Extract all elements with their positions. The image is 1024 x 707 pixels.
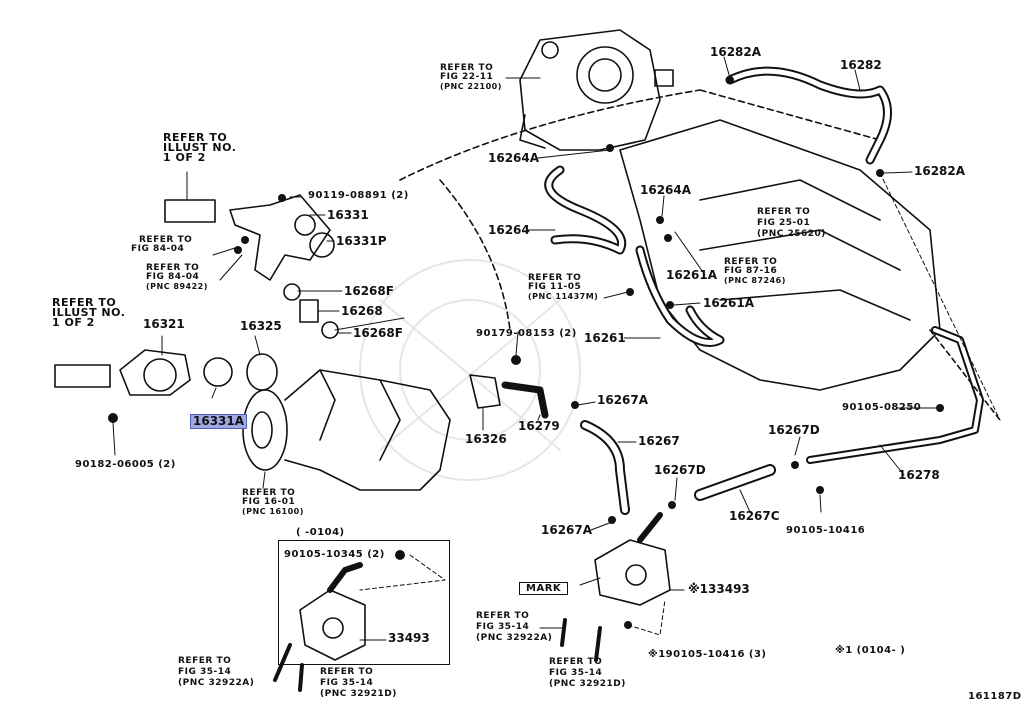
label-16321: 16321 — [143, 317, 185, 331]
dashed-leaders — [359, 172, 1001, 636]
gasket-16326 — [469, 374, 501, 409]
label-16268F-b: 16268F — [353, 326, 403, 340]
oil-cooler-left — [299, 562, 366, 661]
label-90105-10345: 90105-10345 (2) — [284, 549, 385, 560]
label-33493: 33493 — [388, 631, 430, 645]
throttle-body — [519, 29, 674, 151]
label-16331P: 16331P — [336, 234, 387, 248]
label-16264: 16264 — [488, 223, 530, 237]
label-90179: 90179-08153 (2) — [476, 328, 577, 339]
label-16268F-a: 16268F — [344, 284, 394, 298]
gasket-16325 — [246, 353, 278, 391]
oil-cooler-right — [594, 512, 671, 606]
water-pump — [242, 369, 451, 491]
label-16264A-mid: 16264A — [640, 183, 692, 197]
label-16267A-a: 16267A — [597, 393, 649, 407]
label-90105-10416-3: ※190105-10416 (3) — [648, 649, 767, 660]
label-16282A-top: 16282A — [710, 45, 762, 59]
label-16282A-right: 16282A — [914, 164, 966, 178]
thermostat — [203, 357, 233, 387]
label-90119: 90119-08891 (2) — [308, 190, 409, 201]
label-16261A-a: 16261A — [666, 268, 718, 282]
label-90182: 90182-06005 (2) — [75, 459, 176, 470]
label-16326: 16326 — [465, 432, 507, 446]
fasteners — [108, 76, 944, 629]
label-range-note: ※1 (0104- ) — [835, 645, 906, 656]
label-16267C: 16267C — [729, 509, 780, 523]
pipe-16279 — [501, 381, 549, 419]
label-90105-10416: 90105-10416 — [786, 525, 866, 536]
diagram-id: 161187D — [968, 691, 1022, 702]
label-16261A-b: 16261A — [703, 296, 755, 310]
label-16267A-b: 16267A — [541, 523, 593, 537]
intake-manifold — [399, 89, 881, 331]
water-outlet — [164, 194, 331, 281]
label-16261: 16261 — [584, 331, 626, 345]
label-33493-note: ※133493 — [688, 582, 750, 596]
inset-box — [278, 540, 450, 665]
label-16268: 16268 — [341, 304, 383, 318]
intake-manifold-body — [619, 119, 941, 391]
label-16267D-a: 16267D — [768, 423, 820, 437]
label-16282: 16282 — [840, 58, 882, 72]
label-16264A-left: 16264A — [488, 151, 540, 165]
o-ring-16331P — [309, 232, 335, 258]
hose-16282 — [725, 66, 892, 165]
thermostat-cover — [54, 349, 191, 396]
leader-lines — [112, 56, 937, 641]
label-16331: 16331 — [327, 208, 369, 222]
label-16279: 16279 — [518, 419, 560, 433]
label-90105-08250: 90105-08250 — [842, 402, 922, 413]
mark-box: MARK — [519, 582, 569, 595]
label-16331A: 16331A — [190, 414, 248, 429]
label-16325: 16325 — [240, 319, 282, 333]
pipe-16278 — [806, 326, 984, 464]
label-16267: 16267 — [638, 434, 680, 448]
label-16278: 16278 — [898, 468, 940, 482]
label-16267D-b: 16267D — [654, 463, 706, 477]
label-range-top: ( -0104) — [296, 527, 345, 538]
